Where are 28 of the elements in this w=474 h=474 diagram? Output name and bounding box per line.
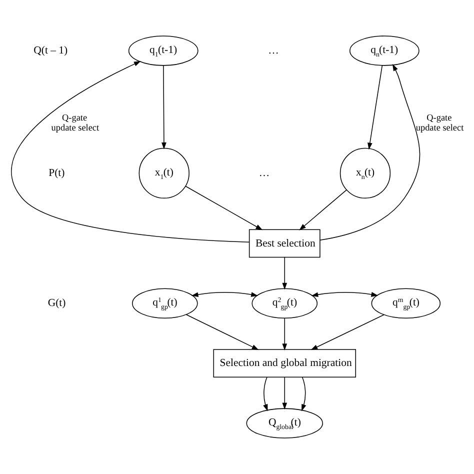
arrow — [368, 64, 383, 150]
node-ellipse: Q$_{global}$(t) — [246, 408, 323, 438]
label: G(t) — [48, 297, 66, 310]
arrow — [310, 314, 384, 350]
arrow — [282, 376, 288, 410]
arrow — [191, 292, 258, 297]
arrow — [263, 376, 268, 412]
node-box: Selection and global migration — [213, 349, 356, 378]
arrow — [11, 61, 250, 242]
node-ellipse: q$_{n}$(t-1) — [350, 36, 420, 66]
arrow — [320, 64, 420, 240]
node-box: Best selection — [248, 229, 320, 258]
arrow — [299, 190, 347, 230]
arrow — [302, 376, 306, 412]
label: P(t) — [48, 167, 65, 180]
arrow — [185, 186, 263, 230]
node-circle: x$_{n}$(t) — [340, 148, 391, 199]
label: Q(t – 1) — [34, 44, 68, 57]
edge-label: Q-gate update select — [51, 112, 100, 132]
label: … — [268, 44, 279, 57]
node-circle: x$_{1}$(t) — [138, 148, 190, 199]
edge-label: Q-gate update select — [416, 112, 464, 132]
arrow — [311, 292, 378, 297]
arrow — [282, 318, 288, 351]
arrow — [282, 257, 288, 290]
arrow — [162, 65, 166, 150]
arrow — [186, 314, 259, 350]
label: … — [258, 167, 270, 180]
